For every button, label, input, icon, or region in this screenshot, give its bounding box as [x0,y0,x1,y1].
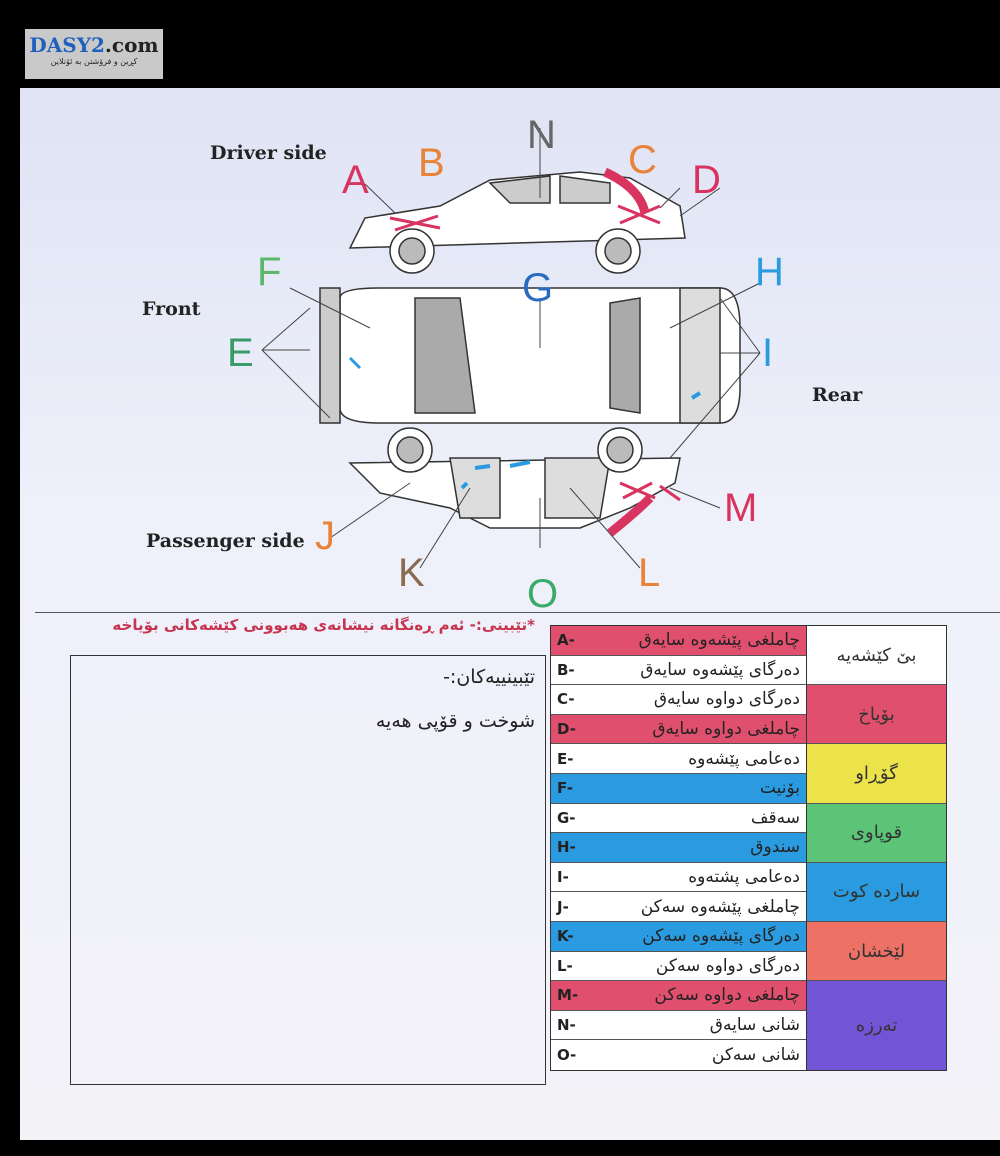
part-label: دەرگای دواوە سەکن [655,955,800,976]
part-label: بۆنیت [759,778,800,799]
logo-tagline: کڕین و فرۆشتن بە ئۆنلاین [50,57,138,66]
part-row: چاملغی پێشەوە سەکن J- [551,892,806,922]
inspection-sheet: Driver side Front Rear Passenger side N … [20,88,1000,1140]
part-code: B- [557,660,575,679]
part-label: سندوق [750,837,800,858]
part-label: چاملغی دواوە سەکن [654,985,800,1006]
letter-b: B [418,141,445,185]
part-row: بۆنیت F- [551,773,806,804]
letter-e: E [227,331,254,375]
driver-side-label: Driver side [210,142,327,164]
letter-i: I [762,331,774,375]
part-label: دەرگای دواوە سایەق [653,689,800,710]
part-code: C- [557,690,575,709]
letter-h: H [755,250,784,294]
part-code: M- [557,986,579,1005]
part-label: چاملغی دواوە سایەق [652,719,800,740]
part-code: J- [557,897,569,916]
part-label: شانی سەکن [711,1045,800,1066]
part-label: چاملغی پێشەوە سەکن [640,896,800,917]
part-code: L- [557,956,573,975]
legend-cell: بێ کێشەیە [807,626,946,686]
letter-n: N [527,113,556,157]
part-code: K- [557,927,574,946]
parts-table: چاملغی پێشەوە سایەق A- دەرگای پێشەوە سایەق… [550,625,947,1071]
passenger-side-label: Passenger side [146,530,305,552]
legend-cell: بۆیاخ [807,685,946,745]
car-side-driver [348,167,686,274]
pointer-lines [261,128,761,569]
part-code: N- [557,1016,576,1035]
color-note: *تێبینی:- ئەم ڕەنگانە نیشانەی هەبوونی کێ… [112,616,535,634]
part-row: شانی سایەق N- [551,1010,806,1041]
part-row: چاملغی پێشەوە سایەق A- [551,626,806,656]
letter-d: D [692,158,721,202]
parts-column: چاملغی پێشەوە سایەق A- دەرگای پێشەوە سایەق… [551,626,807,1070]
letter-l: L [638,551,661,595]
front-label: Front [142,298,201,320]
legend-cell: قوپاوی [807,803,946,863]
part-label: شانی سایەق [709,1015,800,1036]
legend-cell: لێخشان [807,921,946,982]
rear-label: Rear [812,384,863,406]
letter-g: G [522,266,554,310]
part-code: E- [557,749,574,768]
part-label: سەقف [750,807,800,828]
part-row: دەعامی پێشەوە E- [551,744,806,774]
part-code: D- [557,720,576,739]
watermark-logo: DASY2.com کڕین و فرۆشتن بە ئۆنلاین [25,29,163,79]
part-label: دەرگای پێشەوە سایەق [640,659,800,680]
part-label: دەرگای پێشەوە سەکن [642,926,800,947]
part-row: دەرگای دواوە سایەق C- [551,685,806,715]
part-row: دەرگای دواوە سەکن L- [551,951,806,982]
letter-m: M [724,486,758,530]
notes-box: تێبینییەکان:- شوخت و قۆپی هەیە [70,655,546,1085]
letter-j: J [315,514,335,558]
logo-brand: DASY2.com [29,33,159,57]
part-row: شانی سەکن O- [551,1040,806,1070]
part-code: I- [557,868,569,887]
legend-cell: تەرزە [807,981,946,1070]
part-label: چاملغی پێشەوە سایەق [638,630,800,651]
part-label: دەعامی پشتەوە [688,867,800,888]
letter-k: K [398,551,425,595]
part-row: سندوق H- [551,833,806,863]
notes-heading: تێبینییەکان:- [443,666,535,688]
legend-cell: گۆڕاو [807,744,946,804]
part-label: دەعامی پێشەوە [688,748,800,769]
letter-o: O [527,572,559,616]
part-row: دەرگای پێشەوە سایەق B- [551,655,806,686]
letter-c: C [628,138,657,182]
part-code: F- [557,779,574,798]
part-code: A- [557,631,575,650]
part-row: چاملغی دواوە سەکن M- [551,981,806,1011]
divider [35,612,1000,613]
notes-text: شوخت و قۆپی هەیە [375,710,535,732]
letter-f: F [257,250,282,294]
car-top-view [319,287,741,424]
part-row: سەقف G- [551,803,806,834]
part-row: دەرگای پێشەوە سەکن K- [551,921,806,952]
part-code: O- [557,1046,577,1065]
part-row: چاملغی دواوە سایەق D- [551,714,806,745]
car-diagram [261,128,761,569]
legend-cell: سارده کوت [807,862,946,922]
part-row: دەعامی پشتەوە I- [551,862,806,893]
car-side-passenger [348,427,681,537]
part-code: H- [557,838,576,857]
letter-a: A [342,158,369,202]
part-code: G- [557,808,576,827]
